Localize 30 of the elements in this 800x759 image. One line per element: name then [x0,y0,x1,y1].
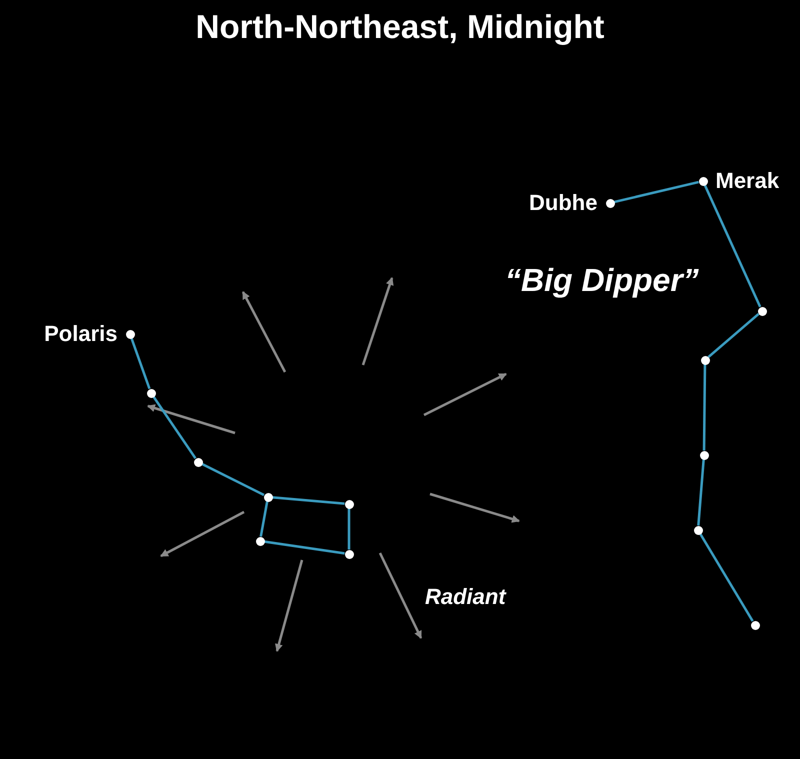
constellation-line [614,180,699,204]
constellation-line [260,501,268,537]
star-dot [700,450,708,460]
constellation-line [130,338,151,390]
star-dot [146,388,156,398]
constellation-line [697,459,705,526]
title: North-Northeast, Midnight [194,8,606,46]
constellation-line [201,462,265,496]
constellation-name: “Big Dipper” [505,262,699,299]
star-dot [758,306,766,316]
star-name: Merak [716,168,780,194]
constellation-line [264,540,345,555]
constellation-line [699,533,754,622]
constellation-line [348,508,350,550]
star-name: Dubhe [529,190,598,216]
star-dot [694,526,702,534]
star-name: Polaris [44,321,118,347]
star-dot [700,356,710,364]
star-dot [264,492,272,502]
constellation-line [702,364,706,451]
star-dot [750,620,760,630]
star-dot [344,550,354,558]
constellation-line [272,496,345,505]
constellation-line [152,396,196,459]
star-dot [344,500,354,508]
constellation-line [704,184,762,308]
star-dot [194,458,202,466]
star-dot [256,536,264,546]
radiant-label: Radiant [425,584,506,610]
constellation-line [708,312,760,358]
